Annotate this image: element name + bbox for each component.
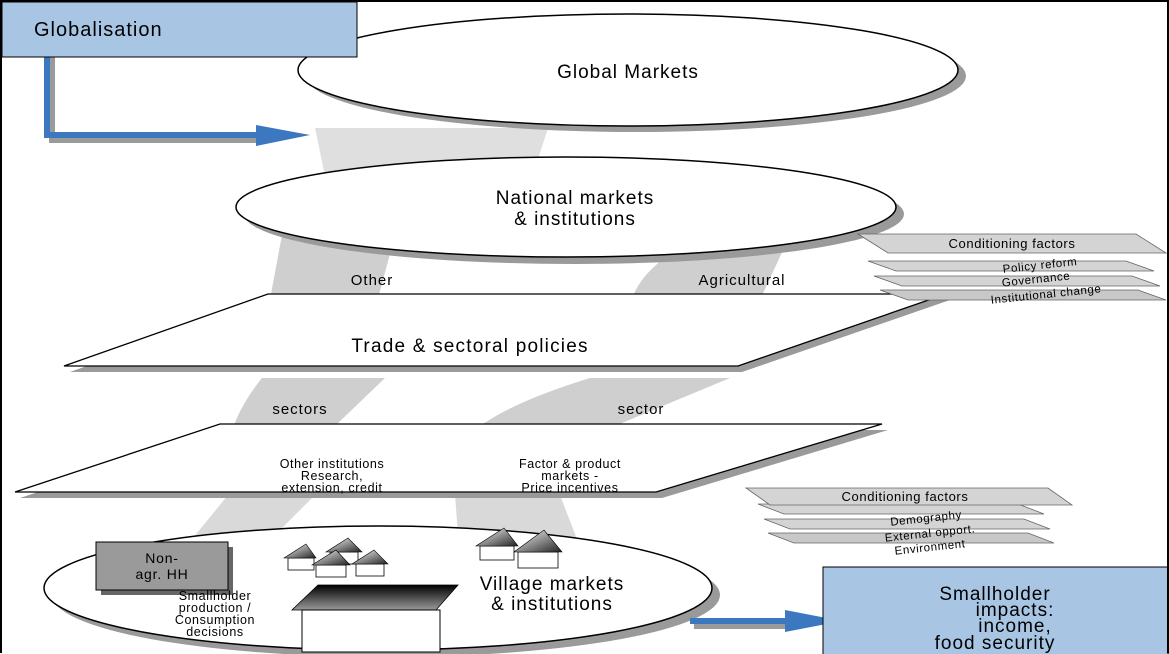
national-markets-line2: & institutions (514, 209, 636, 230)
impact-line3: income, (978, 616, 1052, 637)
conditioning-factors-lower: Conditioning factors Demography External… (744, 487, 1074, 558)
global-markets-label: Global Markets (557, 62, 699, 83)
national-markets-ellipse (235, 156, 897, 258)
conditioning-factors-upper: Conditioning factors Policy reform Gover… (856, 233, 1168, 307)
non-agr-hh-line2: agr. HH (135, 566, 188, 582)
trade-plane-label: Trade & sectoral policies (351, 336, 588, 357)
institutions-left-line3: extension, credit (281, 481, 382, 495)
flow-label-sector: sector (618, 401, 665, 418)
globalisation-title: Globalisation (34, 19, 163, 41)
institutions-right-line3: Price incentives (521, 481, 618, 495)
conditioning-upper-title: Conditioning factors (949, 236, 1076, 251)
globalisation-box (1, 1, 358, 58)
huts-icon (282, 537, 389, 578)
impact-box (822, 566, 1169, 654)
flow-other-top (268, 235, 395, 310)
impact-line2: impacts: (976, 600, 1055, 621)
flow-label-sectors: sectors (272, 401, 327, 418)
globalisation-arrowhead (256, 125, 310, 146)
smallholder-decisions-line3: Consumption (175, 613, 255, 627)
smallholder-decisions-line1: Smallholder (179, 589, 252, 603)
institutions-plane (14, 423, 883, 493)
globalisation-arrow-shadow (49, 50, 260, 143)
globalisation-arrow (44, 44, 262, 138)
flow-label-agricultural: Agricultural (698, 272, 785, 289)
institutions-right-line2: markets - (541, 469, 599, 483)
smallholder-decisions-line4: decisions (186, 625, 244, 639)
impact-arrowhead (785, 610, 842, 632)
flow-label-other: Other (351, 272, 394, 289)
farm-house-icon (291, 584, 459, 653)
global-markets-ellipse (297, 13, 959, 127)
smallholder-decisions-line2: production / (179, 601, 252, 615)
conditioning-lower-title: Conditioning factors (842, 489, 969, 504)
institutions-left-line1: Other institutions (280, 457, 385, 471)
village-markets-line2: & institutions (491, 594, 613, 615)
institutions-left-line2: Research, (301, 469, 363, 483)
institutions-right-line1: Factor & product (519, 457, 621, 471)
impact-line1: Smallholder (939, 584, 1050, 605)
village-markets-line1: Village markets (480, 574, 625, 595)
non-agr-hh-line1: Non- (145, 550, 179, 566)
huts-right-icon (474, 527, 563, 569)
national-markets-line1: National markets (496, 188, 655, 209)
non-agr-hh-box (95, 541, 229, 591)
impact-line4: food security (935, 633, 1056, 654)
trade-plane (63, 293, 947, 367)
